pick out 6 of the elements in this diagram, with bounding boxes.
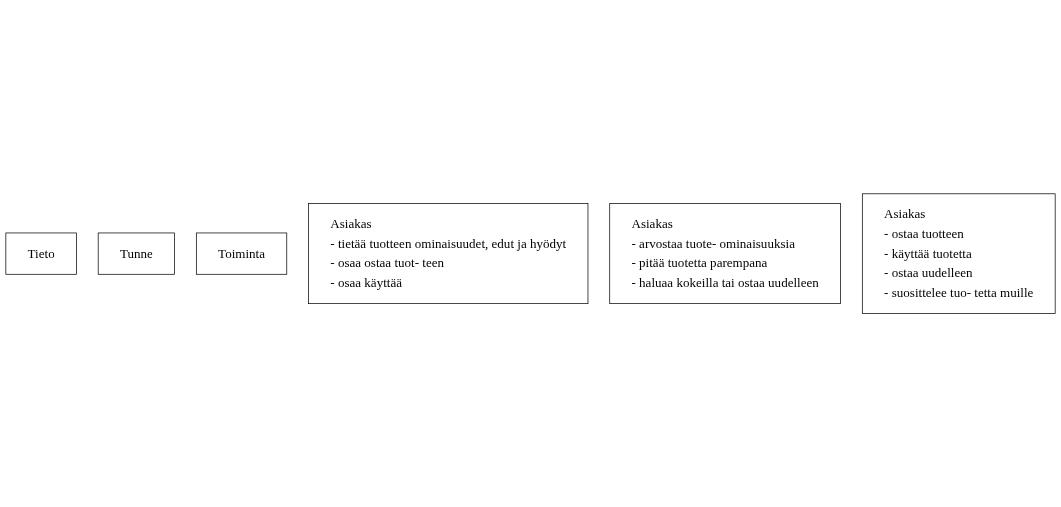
node-box: Toiminta: [195, 232, 288, 275]
node-box: Asiakas - ostaa tuotteen - käyttää tuotetta - ostaa uudelleen - suosittelee tuo- tetta muille: [861, 193, 1056, 314]
node-box: Asiakas - tietää tuotteen ominaisuudet, edut ja hyödyt - osaa ostaa tuot- teen - osaa käyttää: [308, 203, 589, 304]
node-box: Tieto: [5, 232, 77, 275]
node-box: Asiakas - arvostaa tuote- ominaisuuksia - pitää tuotetta parempana - haluaa kokeilla tai ostaa uudelleen: [609, 203, 841, 304]
node-box: Tunne: [97, 232, 175, 275]
